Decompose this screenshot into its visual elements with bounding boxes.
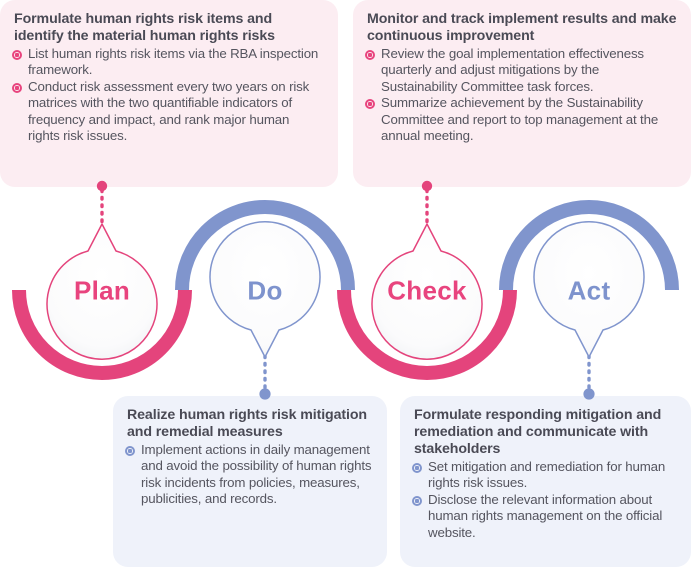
arc-pink-plan — [12, 289, 192, 380]
list-item: Summarize achievement by the Sustainabil… — [365, 95, 677, 144]
balloon-do — [209, 221, 321, 358]
cycle-label-do: Do — [247, 275, 283, 306]
cycle-label-plan: Plan — [73, 275, 131, 306]
connector-dot-plan — [96, 180, 108, 192]
box-title-plan: Formulate human rights risk items and id… — [14, 11, 275, 44]
list-item: Conduct risk assessment every two years … — [12, 79, 324, 145]
bullet-list-act: Set mitigation and remediation for human… — [412, 459, 677, 541]
cycle-label-act: Act — [567, 275, 611, 306]
connectors — [96, 180, 595, 400]
bullet-icon — [125, 446, 135, 456]
list-item: Set mitigation and remediation for human… — [412, 459, 677, 492]
list-item: List human rights risk items via the RBA… — [12, 46, 324, 79]
info-box-do: Realize human rights risk mitigation and… — [113, 396, 387, 567]
list-item-text: Conduct risk assessment every two years … — [28, 78, 310, 144]
info-box-plan: Formulate human rights risk items and id… — [0, 0, 338, 187]
list-item-text: Set mitigation and remediation for human… — [428, 459, 666, 491]
box-title-do: Realize human rights risk mitigation and… — [127, 407, 367, 440]
balloon-act — [533, 221, 645, 358]
wave-arcs — [12, 200, 679, 380]
list-item: Disclose the relevant information about … — [412, 492, 677, 541]
bullet-icon — [12, 50, 22, 60]
list-item: Review the goal implementation effective… — [365, 46, 677, 95]
cycle-label-check: Check — [387, 275, 467, 306]
list-item-text: Summarize achievement by the Sustainabil… — [381, 95, 659, 144]
bullet-list-plan: List human rights risk items via the RBA… — [12, 46, 324, 144]
info-box-act: Formulate responding mitigation and reme… — [400, 396, 691, 567]
list-item-text: Disclose the relevant information about … — [428, 491, 663, 540]
bullet-icon — [412, 495, 422, 506]
list-item-text: Review the goal implementation effective… — [381, 46, 644, 94]
info-box-check: Monitor and track implement results and … — [353, 0, 691, 187]
pdca-cycle-graphic — [12, 180, 679, 400]
bullet-icon — [365, 99, 375, 110]
connector-dot-check — [421, 180, 433, 192]
bullet-list-check: Review the goal implementation effective… — [365, 46, 677, 144]
arc-blue-act — [499, 200, 679, 291]
balloon-check — [371, 223, 483, 360]
bullet-icon — [12, 82, 22, 93]
list-item-text: List human rights risk items via the RBA… — [28, 46, 319, 78]
bullet-icon — [412, 463, 422, 473]
arc-blue-do — [175, 200, 355, 291]
connector-dot-do — [259, 388, 271, 400]
bullet-icon — [365, 50, 375, 60]
arc-pink-check — [337, 289, 517, 380]
box-title-check: Monitor and track implement results and … — [367, 11, 677, 44]
connector-dot-act — [583, 388, 595, 400]
list-item-text: Implement actions in daily management an… — [141, 442, 372, 507]
box-title-act: Formulate responding mitigation and reme… — [414, 407, 662, 457]
bullet-list-do: Implement actions in daily management an… — [125, 442, 373, 508]
balloon-plan — [46, 223, 158, 360]
list-item: Implement actions in daily management an… — [125, 442, 373, 508]
